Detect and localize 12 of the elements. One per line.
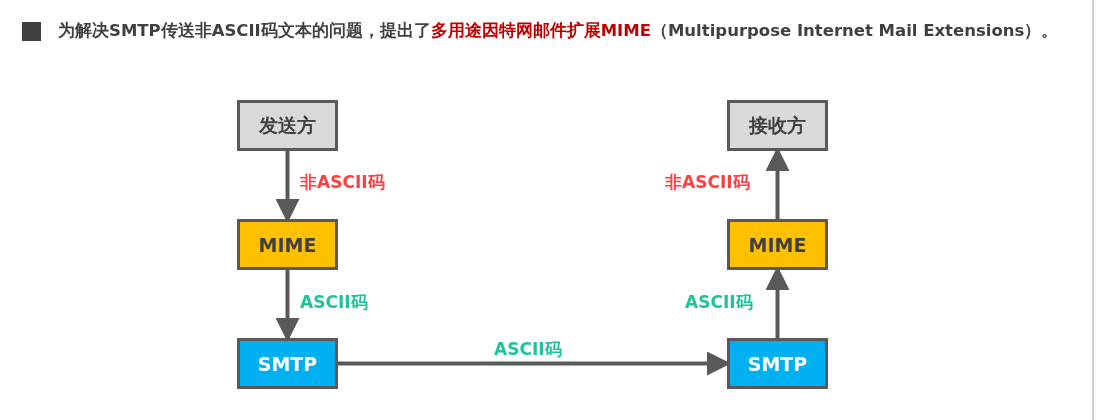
edge-label: 非ASCII码 [300, 171, 385, 194]
edge-label: ASCII码 [300, 291, 368, 314]
process-box: SMTP [727, 338, 828, 389]
process-box: MIME [237, 219, 338, 270]
process-box: SMTP [237, 338, 338, 389]
title: 为解决SMTP传送非ASCII码文本的问题，提出了多用途因特网邮件扩展MIME（Multipurpose Internet Mail Extensions）。 [58, 20, 1059, 42]
edge-label: ASCII码 [685, 291, 753, 314]
edge-label: 非ASCII码 [665, 171, 750, 194]
process-box: MIME [727, 219, 828, 270]
process-box: 接收方 [727, 100, 828, 151]
process-box: 发送方 [237, 100, 338, 151]
edge-label: ASCII码 [494, 338, 562, 361]
